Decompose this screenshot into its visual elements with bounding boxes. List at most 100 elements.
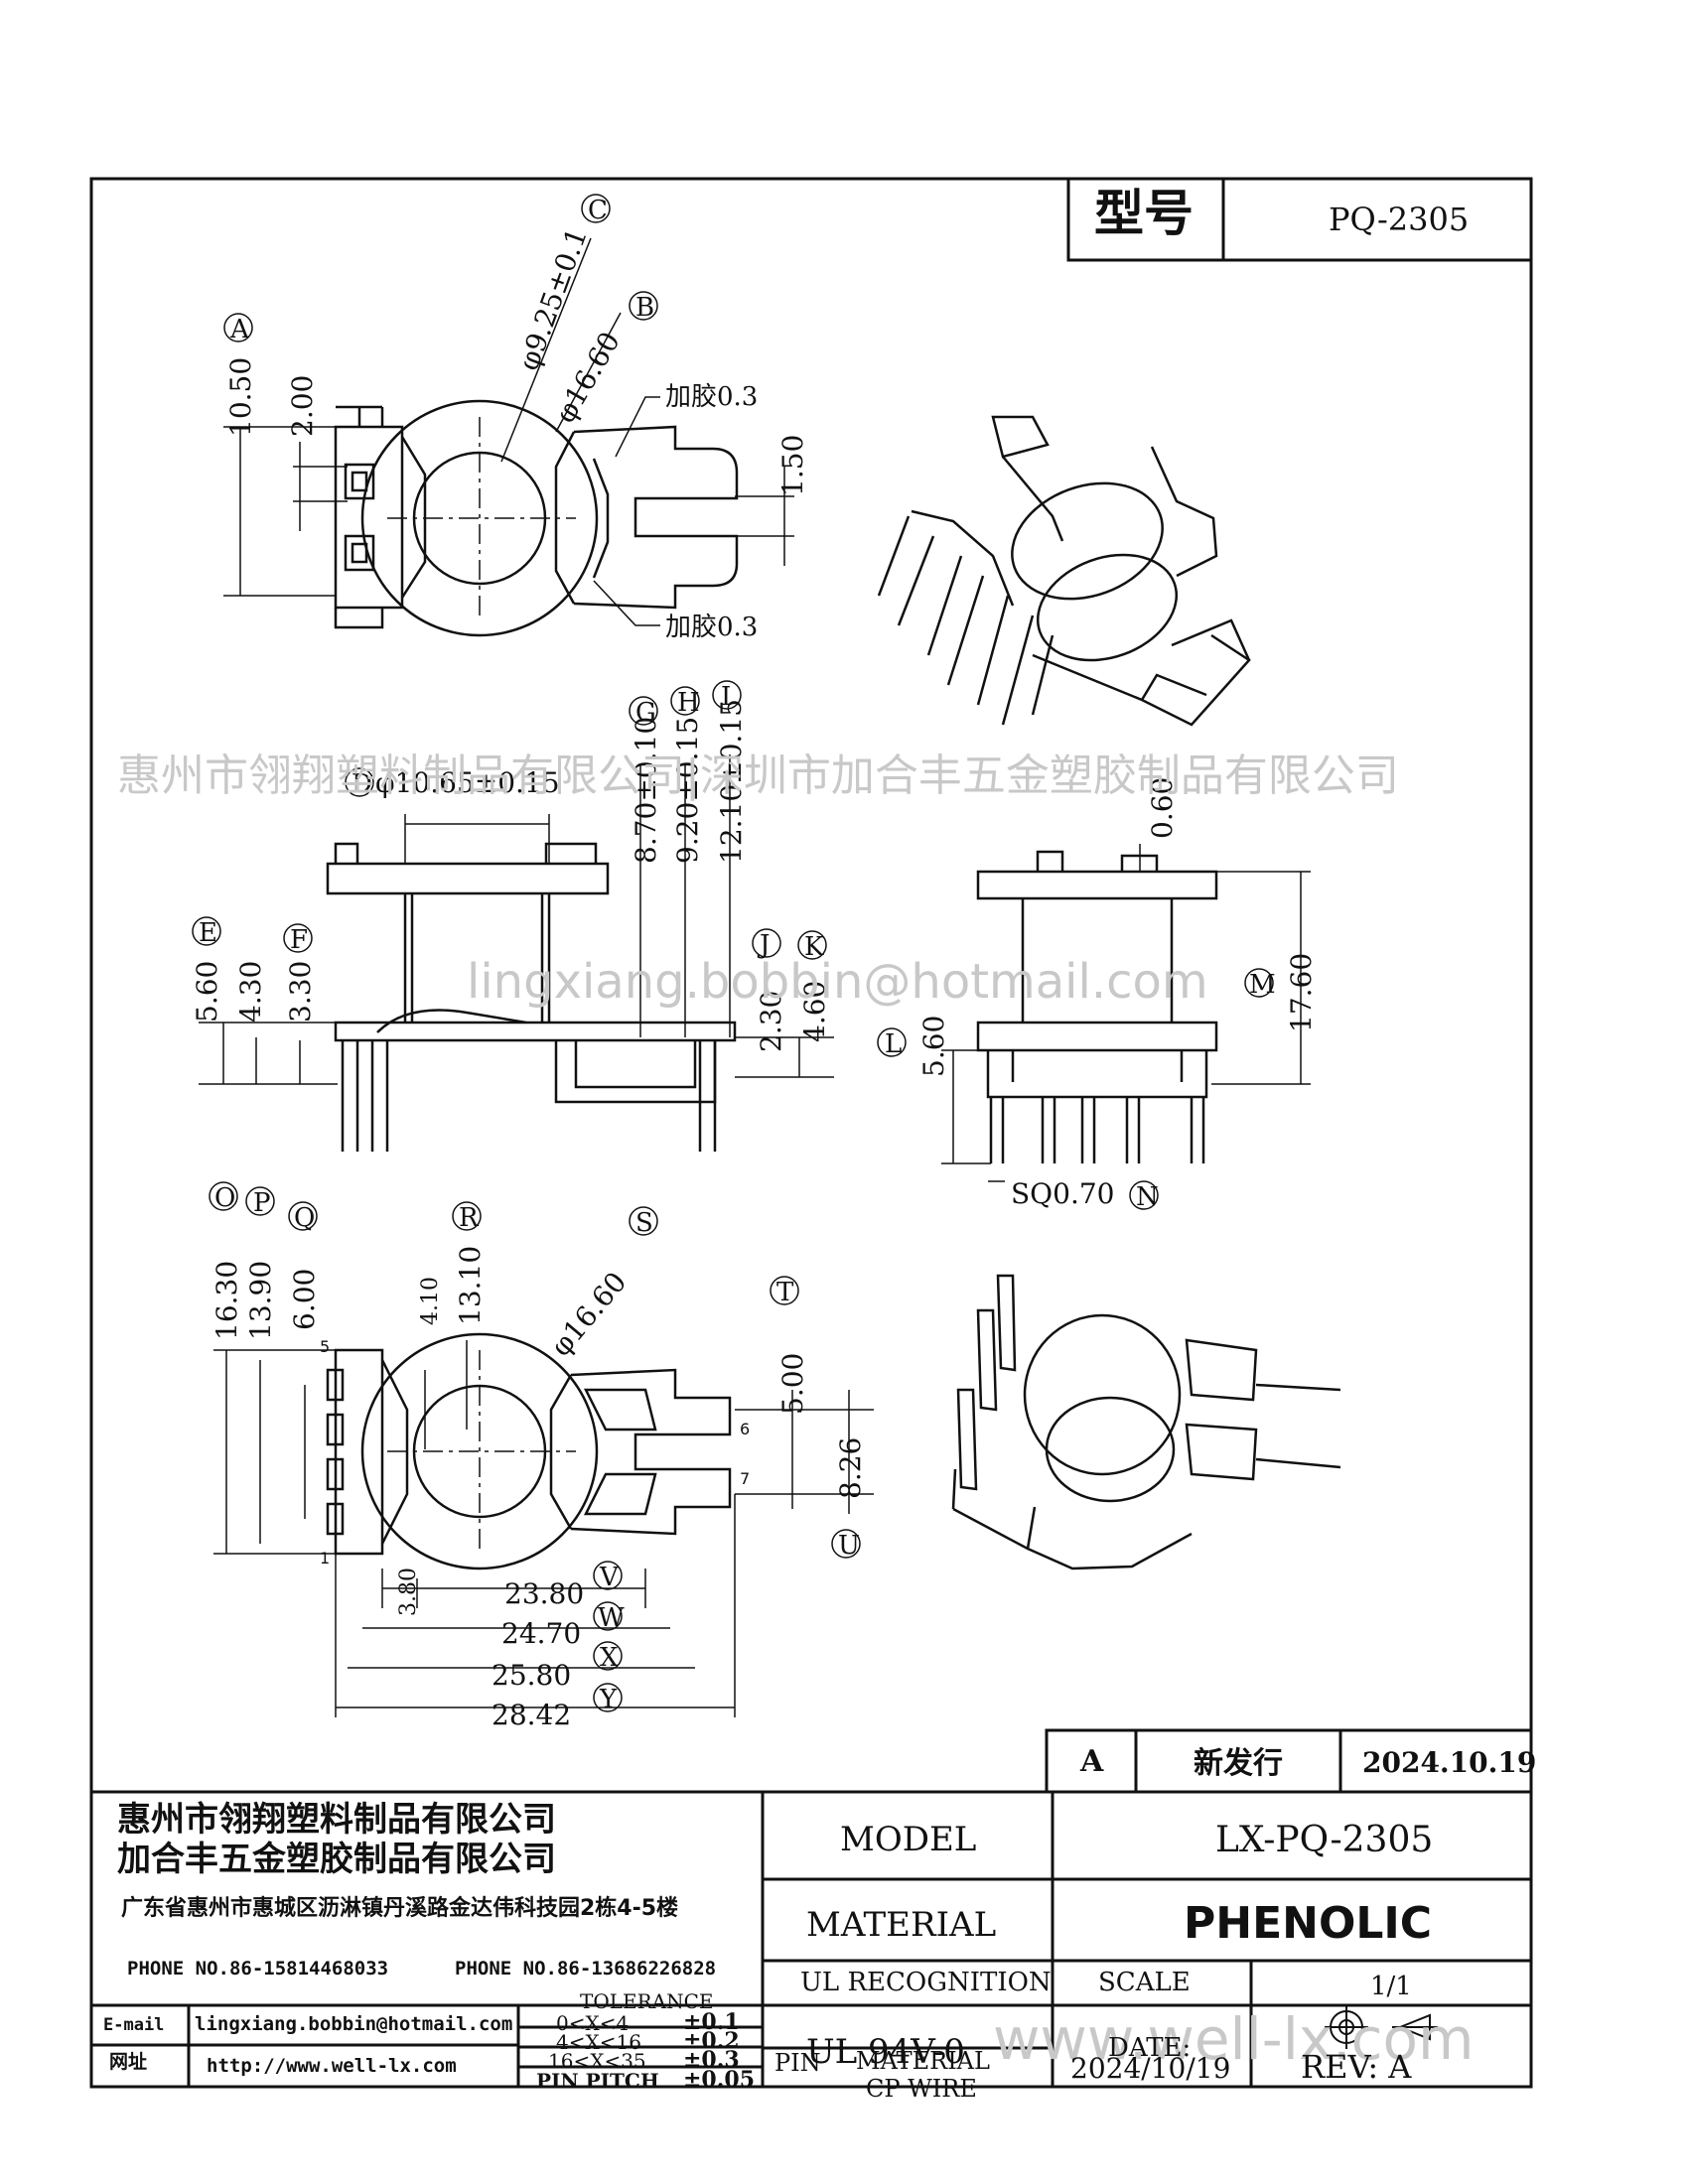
scale-label: SCALE: [1098, 1968, 1191, 1997]
label-u: U: [838, 1531, 860, 1561]
pin-number-6: 6: [740, 1420, 750, 1438]
label-x: X: [600, 1643, 619, 1673]
pin-number-5: 5: [320, 1337, 330, 1356]
dim-2-30: 2.30: [755, 991, 787, 1052]
watermark-companies: 惠州市翎翔塑料制品有限公司|深圳市加合丰五金塑胶制品有限公司: [117, 751, 1399, 801]
dim-phi-10-65: φ10.65±0.15: [375, 766, 560, 799]
watermark-website: www.well-lx.com: [993, 2005, 1475, 2073]
material-value: PHENOLIC: [1184, 1898, 1433, 1949]
pin-text: PIN: [774, 2049, 821, 2077]
type-value: PQ-2305: [1329, 201, 1470, 238]
dim-16-30: 16.30: [211, 1261, 243, 1340]
revision-letter: A: [1080, 1744, 1104, 1779]
label-a: A: [229, 315, 250, 344]
dim-25-80: 25.80: [492, 1659, 571, 1692]
company-phone-2: PHONE NO.86-13686226828: [455, 1958, 717, 1979]
label-c: C: [588, 196, 608, 225]
label-y: Y: [599, 1685, 618, 1714]
tolerance-value-2: ±0.2: [683, 2028, 740, 2054]
iso-view-top: [877, 415, 1251, 727]
label-e: E: [199, 918, 217, 948]
pin-number-1: 1: [320, 1549, 330, 1568]
ul-recognition-label: UL RECOGNITION: [800, 1968, 1052, 1997]
tolerance-value-1: ±0.1: [683, 2009, 740, 2035]
bottom-view: [326, 1332, 732, 1570]
material-label: MATERIAL: [806, 1905, 997, 1945]
iso-view-bottom: [951, 1274, 1341, 1570]
dim-6-00: 6.00: [288, 1269, 321, 1330]
dim-12-10: 12.10±0.15: [715, 699, 748, 864]
company-name-1: 惠州市翎翔塑料制品有限公司: [117, 1800, 556, 1840]
dim-2-00: 2.00: [286, 375, 319, 437]
top-view: [334, 399, 739, 637]
pin-material-label: MATERIAL: [856, 2047, 990, 2075]
dim-5-60: 5.60: [191, 961, 223, 1023]
label-b: B: [635, 293, 654, 323]
label-k: K: [804, 932, 824, 962]
email-link[interactable]: lingxiang.bobbin@hotmail.com: [195, 2013, 513, 2035]
revision-value-row: REV: A: [1301, 2048, 1412, 2086]
side-view: [976, 850, 1218, 1163]
label-n: N: [1136, 1182, 1159, 1212]
dim-13-10: 13.10: [454, 1246, 487, 1325]
dim-4-60: 4.60: [798, 981, 831, 1042]
tolerance-range-1: 0<X<4: [556, 2011, 630, 2035]
label-l: L: [885, 1029, 902, 1059]
tolerance-pin-pitch-value: ±0.05: [683, 2067, 756, 2093]
dim-17-60: 17.60: [1285, 953, 1318, 1032]
label-h: H: [677, 688, 700, 718]
label-m: M: [1249, 970, 1276, 1000]
dim-8-26: 8.26: [834, 1437, 867, 1499]
label-i: I: [721, 682, 731, 712]
tolerance-pin-pitch-label: PIN PITCH: [536, 2069, 659, 2093]
dim-13-90: 13.90: [244, 1261, 277, 1340]
label-r: R: [459, 1203, 480, 1233]
dim-5-60-side: 5.60: [917, 1016, 950, 1077]
label-d: D: [352, 769, 372, 799]
pin-wire-text: CP WIRE: [866, 2075, 977, 2103]
tolerance-value-3: ±0.3: [683, 2047, 740, 2073]
watermark-email: lingxiang.bobbin@hotmail.com: [467, 954, 1208, 1010]
ul-rating: UL 94V-0: [806, 2032, 965, 2072]
dim-9-20: 9.20±0.15: [671, 717, 704, 864]
model-value: LX-PQ-2305: [1215, 1820, 1434, 1860]
website-link[interactable]: http://www.well-lx.com: [207, 2055, 457, 2077]
website-label: 网址: [109, 2051, 148, 2073]
dim-10-50: 10.50: [224, 357, 257, 437]
dim-4-10: 4.10: [418, 1277, 443, 1325]
label-j: J: [757, 930, 770, 960]
dim-3-30: 3.30: [284, 961, 317, 1023]
dim-23-80: 23.80: [504, 1577, 584, 1610]
tolerance-title: TOLERANCE: [580, 1989, 714, 2013]
date-value-row: 2024/10/19: [1070, 2052, 1231, 2085]
tolerance-range-3: 16<X<35: [548, 2049, 646, 2073]
scale-value: 1/1: [1370, 1972, 1412, 2001]
dim-5-00: 5.00: [776, 1353, 809, 1415]
dim-24-70: 24.70: [501, 1617, 581, 1650]
dim-4-30: 4.30: [234, 961, 267, 1023]
revision-description: 新发行: [1194, 1746, 1283, 1781]
company-phone-1: PHONE NO.86-15814468033: [127, 1958, 389, 1979]
dim-0-60: 0.60: [1146, 777, 1179, 839]
company-address: 广东省惠州市惠城区沥淋镇丹溪路金达伟科技园2栋4-5楼: [121, 1896, 679, 1921]
dim-8-70: 8.70±0.10: [630, 717, 662, 864]
email-label: E-mail: [103, 2015, 165, 2035]
header-box: [1066, 177, 1533, 262]
label-f: F: [290, 925, 308, 955]
type-label: 型号: [1094, 185, 1194, 242]
label-p: P: [253, 1188, 271, 1218]
frame-border: [89, 177, 1533, 2089]
pin-number-7: 7: [740, 1469, 750, 1488]
projection-symbol-icon: [1325, 2005, 1438, 2049]
label-q: Q: [294, 1203, 315, 1233]
front-view: [326, 842, 737, 1152]
dim-phi-16-60: φ16.60: [548, 327, 626, 429]
note-glue-2: 加胶0.3: [665, 613, 758, 642]
label-w: W: [598, 1603, 625, 1633]
dim-phi-9-25: φ9.25±0.1: [512, 223, 594, 374]
label-v: V: [599, 1563, 620, 1592]
label-o: O: [214, 1183, 235, 1213]
dim-phi-16-60-bottom: φ16.60: [544, 1266, 633, 1363]
revision-date: 2024.10.19: [1362, 1746, 1537, 1779]
